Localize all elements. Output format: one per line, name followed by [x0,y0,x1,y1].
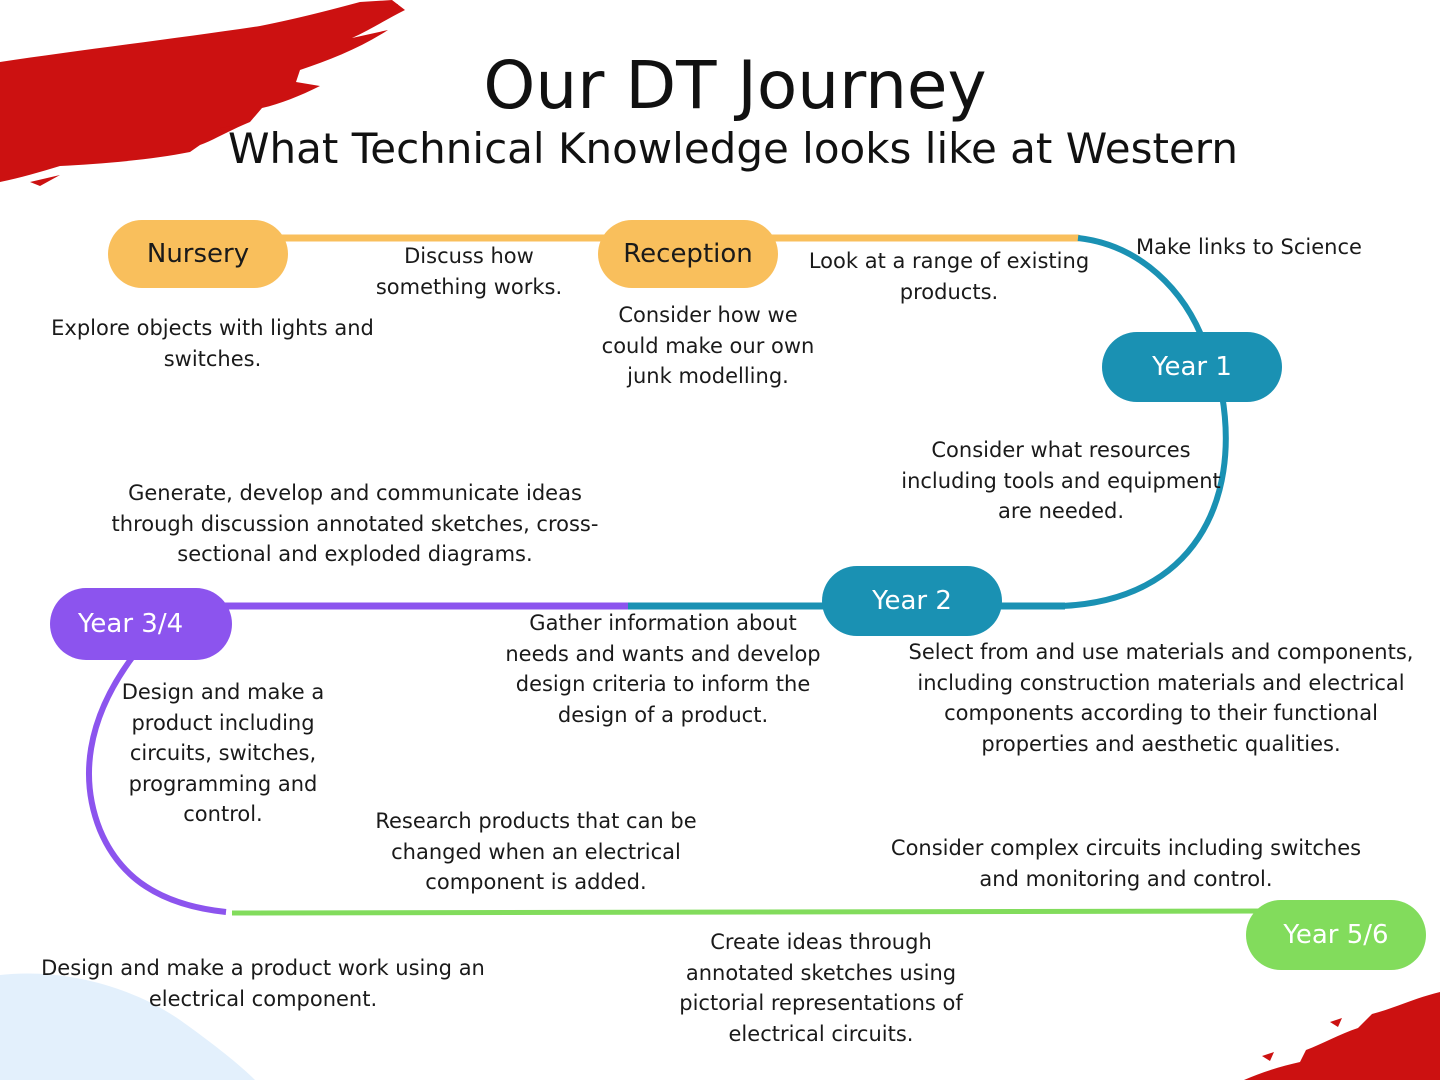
note-look-range: Look at a range of existing products. [808,249,1090,304]
note-design-circuits: Design and make a product including circ… [121,680,325,826]
note-design-electrical: Design and make a product work using an … [41,956,485,1011]
note-gather-info: Gather information about needs and wants… [505,611,821,727]
stage-reception: Reception [598,220,778,288]
path-segment-year34-year56 [86,653,227,915]
stage-year2: Year 2 [822,566,1002,636]
background-blob [0,973,255,1080]
note-select-materials: Select from and use materials and compon… [908,640,1414,756]
stage-year34: Year 3/4 [50,588,232,660]
page-subtitle: What Technical Knowledge looks like at W… [228,124,1238,173]
note-research-products: Research products that can be changed wh… [375,809,697,894]
note-complex-circuits: Consider complex circuits including swit… [890,836,1362,891]
path-segment-to-year1 [1077,235,1208,347]
red-brush-splatter-bottom [1262,1018,1342,1061]
note-links-science: Make links to Science [1136,235,1362,259]
red-brush-stroke-top [0,0,405,182]
stage-year56: Year 5/6 [1246,900,1426,970]
note-generate-ideas: Generate, develop and communicate ideas … [111,481,599,566]
note-discuss-how: Discuss how something works. [375,244,563,299]
note-reception-consider: Consider how we could make our own junk … [601,303,815,388]
path-segment-year1-year2 [1061,394,1229,609]
note-create-ideas: Create ideas through annotated sketches … [679,930,963,1046]
stage-nursery: Nursery [108,220,288,288]
red-brush-stroke-bottom [1244,992,1440,1080]
note-resources: Consider what resources including tools … [901,438,1221,523]
note-nursery-explore: Explore objects with lights and switches… [51,316,374,371]
page-title: Our DT Journey [483,47,987,124]
path-segment-year56 [231,908,1301,916]
stage-year1: Year 1 [1102,332,1282,402]
